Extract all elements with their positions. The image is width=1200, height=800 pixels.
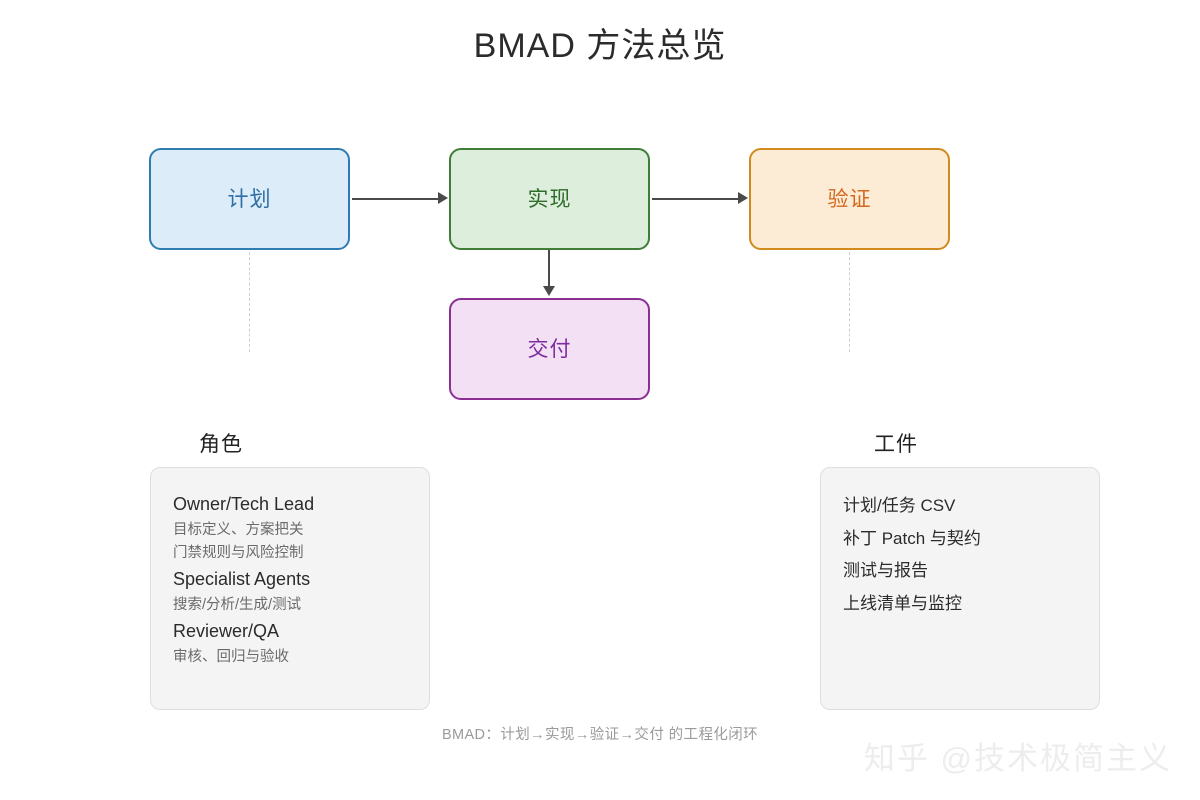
artifacts-panel-heading: 工件 [874,433,918,456]
roles-panel-heading: 角色 [199,433,243,456]
flow-node-implement[interactable]: 实现 [449,148,650,250]
flow-node-plan[interactable]: 计划 [149,148,350,250]
flow-node-deliver-label: 交付 [527,337,572,361]
role-detail: 门禁规则与风险控制 [173,545,304,562]
role-title: Owner/Tech Lead [173,494,315,514]
flow-node-plan-label: 计划 [227,187,272,211]
role-title: Specialist Agents [173,568,311,589]
role-title: Reviewer/QA [173,621,280,642]
role-detail: 审核、回归与验收 [173,649,289,666]
role-detail: 目标定义、方案把关 [173,522,304,539]
footer-caption: BMAD：计划→实现→验证→交付 的工程化闭环 [441,727,759,743]
artifact-item: 计划/任务 CSV [843,496,956,515]
dashed-dropline-plan [249,252,250,352]
flow-node-verify-label: 验证 [827,187,872,211]
watermark: 知乎 @技术极简主义 [863,741,1172,776]
connector-plan-to-implement [352,198,438,200]
arrowhead-icon-implement-to-verify [738,192,748,204]
arrowhead-icon-implement-to-deliver [543,286,555,296]
page-title: BMAD 方法总览 [473,27,727,65]
artifact-item: 测试与报告 [843,561,928,581]
connector-implement-to-verify [652,198,738,200]
dashed-dropline-verify [849,252,850,352]
arrowhead-icon-plan-to-implement [438,192,448,204]
flow-node-deliver[interactable]: 交付 [449,298,650,400]
connector-implement-to-deliver [548,250,550,288]
role-detail: 搜索/分析/生成/测试 [173,597,302,614]
artifacts-panel-card: 计划/任务 CSV 补丁 Patch 与契约 测试与报告 上线清单与监控 [820,467,1100,710]
flow-node-verify[interactable]: 验证 [749,148,950,250]
roles-panel-card: Owner/Tech Lead 目标定义、方案把关 门禁规则与风险控制 Spec… [150,467,430,710]
artifact-item: 补丁 Patch 与契约 [843,528,981,548]
artifact-item: 上线清单与监控 [843,593,962,613]
flow-node-implement-label: 实现 [527,187,572,211]
